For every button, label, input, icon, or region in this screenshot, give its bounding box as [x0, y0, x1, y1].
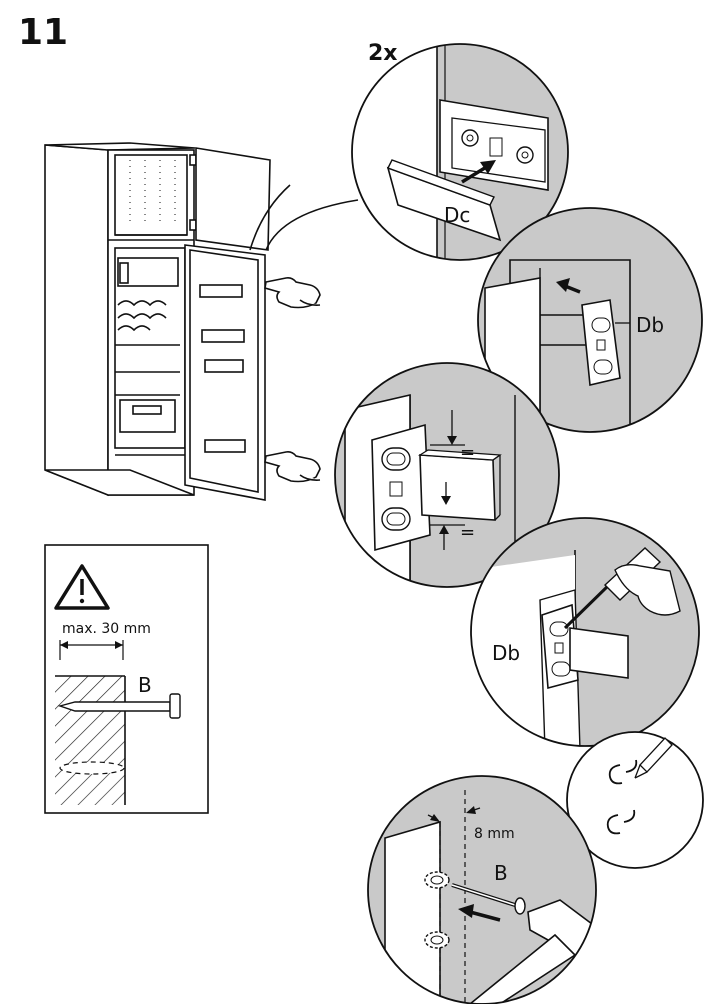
callout-pointer [249, 184, 359, 251]
equal-label-bottom: = [460, 522, 475, 543]
part-db-label-2: Db [492, 641, 520, 665]
max-depth-label: max. 30 mm [62, 621, 151, 637]
equal-label-top: = [460, 442, 475, 463]
pointing-hand-icon [264, 277, 321, 309]
detail-circle-marking [470, 517, 700, 747]
warning-icon [54, 564, 110, 610]
detail-circle-pencil [566, 731, 704, 869]
count-label: 2x [368, 41, 398, 66]
screw-icon [451, 883, 526, 915]
warning-box [44, 544, 209, 814]
step-number: 11 [18, 12, 68, 53]
fridge-illustration [44, 142, 271, 501]
screw-b-label-1: B [138, 673, 152, 697]
offset-label: 8 mm [474, 826, 515, 842]
part-db-label-1: Db [636, 313, 664, 337]
screw-b-label-2: B [494, 861, 508, 885]
part-dc-label: Dc [444, 203, 470, 227]
pointing-hand-icon [264, 451, 321, 483]
pencil-icon [634, 737, 673, 779]
